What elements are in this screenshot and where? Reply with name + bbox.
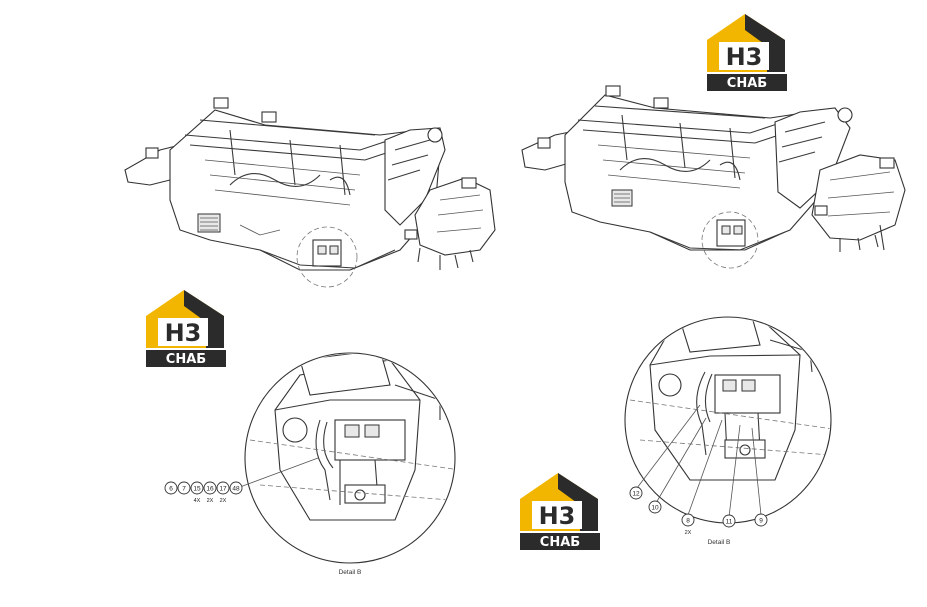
- detail-circle-left: [239, 352, 456, 564]
- quantity-label: 2X: [685, 530, 692, 536]
- callout-bubble: 11: [722, 514, 736, 528]
- logo-sub-text: СНАБ: [540, 535, 580, 550]
- callout-number: 16: [206, 486, 214, 493]
- logo-mark-text: H3: [726, 43, 763, 71]
- callout-number: 17: [219, 486, 227, 493]
- callout-bubble: 48: [229, 481, 243, 495]
- callout-number: 9: [759, 518, 763, 525]
- callout-bubble: 7: [177, 481, 191, 495]
- callout-bubble: 15: [190, 481, 204, 495]
- callout-number: 12: [632, 491, 640, 498]
- logo-middle-left: H3 СНАБ: [146, 290, 226, 367]
- callout-number: 48: [232, 486, 240, 493]
- quantity-label: 2X: [220, 498, 227, 504]
- logo-top-right: H3 СНАБ: [707, 14, 787, 91]
- callout-bubble: 8: [681, 513, 695, 527]
- callout-bubble: 6: [164, 481, 178, 495]
- callouts-right: 12 10 8 2X 11 9: [629, 486, 768, 536]
- callout-bubble: 9: [754, 513, 768, 527]
- callout-bubble: 10: [648, 500, 662, 514]
- quantity-label: 2X: [207, 498, 214, 504]
- callout-bubble: 12: [629, 486, 643, 500]
- quantity-label: 4X: [194, 498, 201, 504]
- logo-bottom-center: H3 СНАБ: [520, 473, 600, 550]
- frame-assembly-right: [521, 85, 906, 269]
- frame-assembly-left: [124, 97, 496, 288]
- logo-sub-text: СНАБ: [727, 76, 767, 91]
- callout-number: 7: [182, 486, 186, 493]
- logo-mark-text: H3: [539, 502, 576, 530]
- callout-bubble: 16: [203, 481, 217, 495]
- callout-number: 11: [726, 519, 733, 526]
- callout-number: 8: [686, 518, 690, 525]
- callout-number: 15: [193, 486, 201, 493]
- detail-label-right: Detail B: [708, 539, 731, 546]
- callout-number: 6: [169, 486, 173, 493]
- detail-label-left: Detail B: [339, 569, 362, 576]
- detail-circle-right: [624, 316, 832, 524]
- callout-number: 10: [651, 505, 659, 512]
- callouts-left: 6 7 15 16 17 48 4X 2X 2X: [164, 481, 243, 504]
- logo-mark-text: H3: [165, 319, 202, 347]
- logo-sub-text: СНАБ: [166, 352, 206, 367]
- callout-bubble: 17: [216, 481, 230, 495]
